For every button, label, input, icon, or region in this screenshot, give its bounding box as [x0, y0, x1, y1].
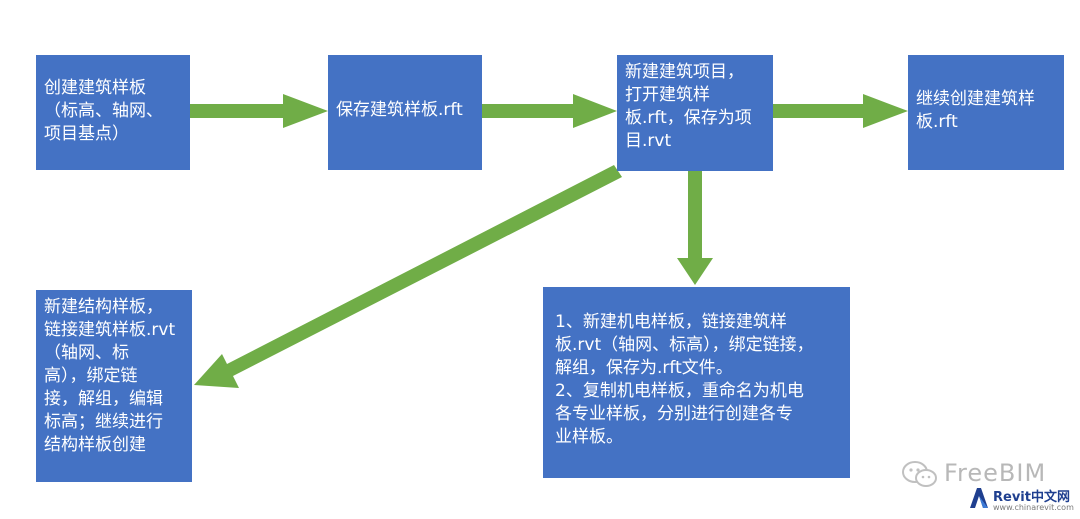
arrow-create-to-save — [190, 94, 328, 128]
mep-template-box: 1、新建机电样板，链接建筑样 板.rvt（轴网、标高），绑定链接， 解组，保存为… — [543, 287, 850, 478]
structure-template-box: 新建结构样板， 链接建筑样板.rvt （轴网、标 高），绑定链 接，解组，编辑 … — [36, 290, 192, 482]
arrow-save-to-project — [482, 94, 617, 128]
arrow-project-to-continue — [773, 94, 908, 128]
new-arch-project-box: 新建建筑项目， 打开建筑样 板.rft，保存为项 目.rvt — [617, 55, 773, 171]
watermark-text: FreeBIM — [944, 459, 1047, 487]
revit-logo-icon — [970, 488, 988, 508]
arrow-project-to-mep — [677, 171, 713, 285]
save-arch-template-box: 保存建筑样板.rft — [328, 55, 482, 170]
continue-arch-template-box: 继续创建建筑样 板.rft — [908, 55, 1064, 170]
create-arch-template-box: 创建建筑样板 （标高、轴网、 项目基点） — [36, 55, 190, 170]
brand-url: www.chinarevit.com — [993, 503, 1074, 512]
arrow-project-to-structure — [194, 165, 622, 388]
wechat-icon — [902, 461, 937, 487]
brand-name: Revit中文网 — [993, 490, 1070, 505]
